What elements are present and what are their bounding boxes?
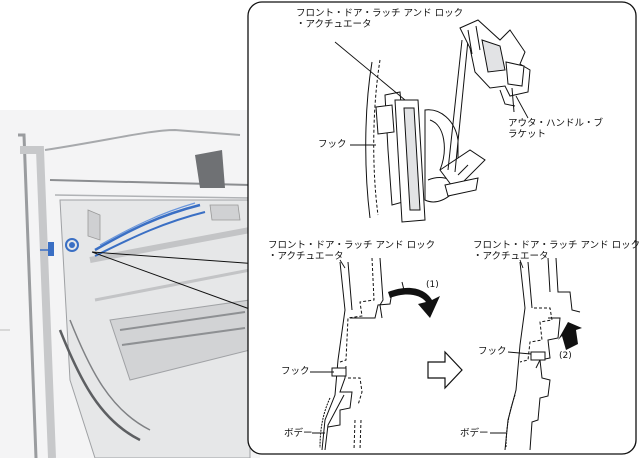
- before-latch-label-line2: ・アクチュエータ: [268, 251, 344, 262]
- top-hook-label: フック: [318, 139, 347, 150]
- after-hook-label: フック: [478, 346, 507, 357]
- leader-line: [334, 41, 529, 146]
- before-hook-label: フック: [281, 366, 310, 377]
- leader-line: [490, 259, 532, 434]
- outer-handle-line2: ラケット: [508, 129, 547, 140]
- step-1-label: (1): [426, 280, 439, 290]
- top-latch-label-line1: フロント・ドア・ラッチ アンド ロック: [296, 8, 464, 19]
- transition-arrow: [427, 350, 463, 390]
- push-arrow-2: [558, 322, 582, 350]
- after-diagram: [504, 257, 581, 451]
- after-latch-label-line2: ・アクチュエータ: [473, 251, 549, 262]
- before-latch-label-line1: フロント・ドア・ラッチ アンド ロック: [268, 240, 436, 251]
- callout-line: [91, 251, 259, 313]
- after-latch-label-line1: フロント・ドア・ラッチ アンド ロック: [473, 240, 640, 251]
- rotation-arrow-1: [388, 287, 440, 318]
- latch-assembly-illustration: [365, 19, 531, 223]
- before-latch-label: フロント・ドア・ラッチ アンド ロック ・アクチュエータ: [268, 240, 435, 262]
- before-body-label: ボデー: [284, 428, 313, 439]
- leader-line: [310, 259, 346, 434]
- top-latch-label: フロント・ドア・ラッチ アンド ロック ・アクチュエータ: [296, 8, 463, 30]
- top-latch-label-line2: ・アクチュエータ: [296, 19, 372, 30]
- outer-handle-line1: アウタ・ハンドル・ブ: [508, 118, 604, 129]
- door-illustration: [0, 110, 260, 458]
- step-2-label: (2): [559, 351, 572, 361]
- detail-panel: [247, 1, 637, 455]
- outer-handle-bracket-label: アウタ・ハンドル・ブ ラケット: [508, 118, 603, 140]
- after-body-label: ボデー: [460, 428, 489, 439]
- after-latch-label: フロント・ドア・ラッチ アンド ロック ・アクチュエータ: [473, 240, 640, 262]
- before-diagram: [319, 257, 405, 451]
